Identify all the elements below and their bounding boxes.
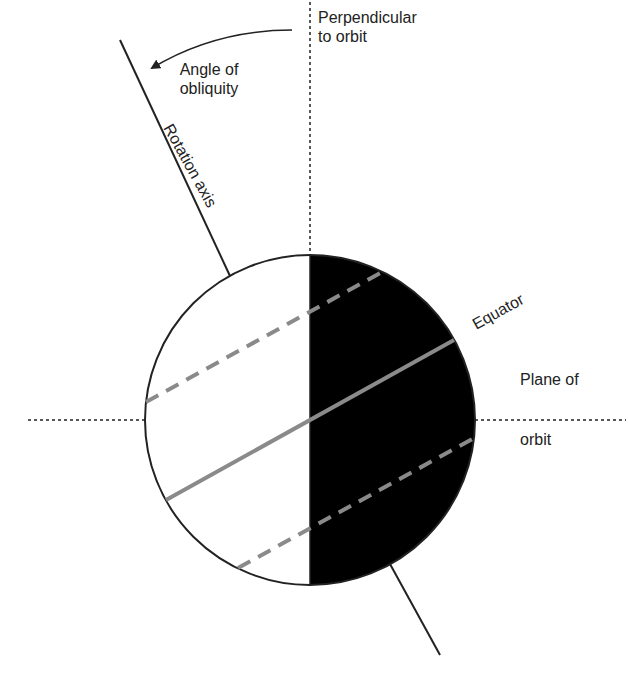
orbit-plane-line: [475, 419, 626, 421]
latitude-line: [146, 272, 382, 402]
diagram-label: Angle of obliquity: [168, 60, 250, 98]
planet-night-side: [310, 255, 475, 585]
diagram-label: Perpendicular to orbit: [318, 8, 430, 46]
diagram-label: Rotation axis: [159, 121, 221, 211]
planet-day-side: [145, 255, 475, 585]
latitude-line: [238, 438, 474, 568]
diagram-label: Equator: [469, 290, 527, 334]
diagram-label: Plane of orbit: [520, 350, 600, 470]
rotation-axis-line: [390, 564, 440, 655]
perpendicular-line: [309, 2, 311, 255]
orbit-plane-line: [28, 419, 145, 421]
planet-outline: [145, 255, 475, 585]
equator-line: [166, 340, 454, 500]
